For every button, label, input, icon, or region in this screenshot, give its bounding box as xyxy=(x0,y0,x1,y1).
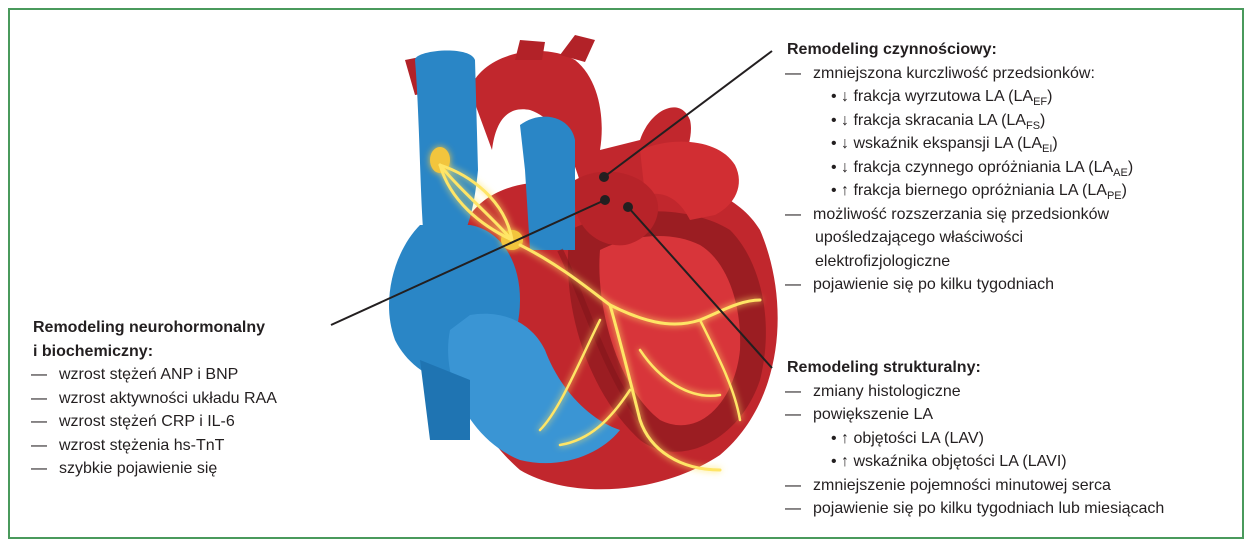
functional-subitem: •↓ frakcja wyrzutowa LA (LAEF) xyxy=(787,85,1133,109)
functional-item-continued: elektrofizjologiczne xyxy=(787,250,1133,274)
structural-subitem: •↑ objętości LA (LAV) xyxy=(787,427,1164,451)
neuro-item: —wzrost aktywności układu RAA xyxy=(33,387,277,411)
functional-item: —zmniejszona kurczliwość przedsionków: xyxy=(787,62,1133,86)
functional-subitem: •↓ frakcja skracania LA (LAFS) xyxy=(787,109,1133,133)
neuro-item: —szybkie pojawienie się xyxy=(33,457,277,481)
functional-item: —możliwość rozszerzania się przedsionków xyxy=(787,203,1133,227)
functional-subitem: •↓ frakcja czynnego opróżniania LA (LAAE… xyxy=(787,156,1133,180)
neurohormonal-remodeling-block: Remodeling neurohormonalny i biochemiczn… xyxy=(33,316,277,481)
structural-remodeling-block: Remodeling strukturalny: —zmiany histolo… xyxy=(787,356,1164,521)
structural-item: —zmiany histologiczne xyxy=(787,380,1164,404)
functional-subitem: •↓ wskaźnik ekspansji LA (LAEI) xyxy=(787,132,1133,156)
neuro-item: —wzrost stężeń CRP i IL-6 xyxy=(33,410,277,434)
functional-subitem: •↑ frakcja biernego opróżniania LA (LAPE… xyxy=(787,179,1133,203)
structural-title: Remodeling strukturalny: xyxy=(787,356,1164,380)
structural-item: —zmniejszenie pojemności minutowej serca xyxy=(787,474,1164,498)
functional-item-continued: upośledzającego właściwości xyxy=(787,226,1133,250)
functional-title: Remodeling czynnościowy: xyxy=(787,38,1133,62)
neuro-item: —wzrost stężenia hs-TnT xyxy=(33,434,277,458)
functional-item: —pojawienie się po kilku tygodniach xyxy=(787,273,1133,297)
structural-item: —powiększenie LA xyxy=(787,403,1164,427)
neuro-title: i biochemiczny: xyxy=(33,340,277,364)
structural-subitem: •↑ wskaźnika objętości LA (LAVI) xyxy=(787,450,1164,474)
structural-item: —pojawienie się po kilku tygodniach lub … xyxy=(787,497,1164,521)
neuro-title: Remodeling neurohormonalny xyxy=(33,316,277,340)
neuro-item: —wzrost stężeń ANP i BNP xyxy=(33,363,277,387)
heart-illustration xyxy=(389,35,778,489)
functional-remodeling-block: Remodeling czynnościowy: —zmniejszona ku… xyxy=(787,38,1133,297)
